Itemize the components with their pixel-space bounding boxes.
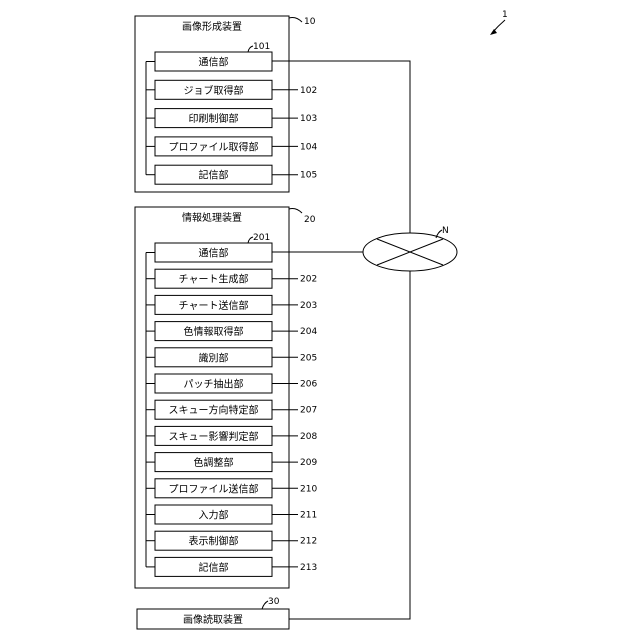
information-processing-device-unit-209-label: 色調整部 <box>194 456 234 469</box>
information-processing-device-unit-208-label: スキュー影響判定部 <box>169 430 259 443</box>
information-processing-device-unit-213-label: 記信部 <box>199 561 229 574</box>
network-ref: N <box>442 226 449 236</box>
image-forming-device-unit-104-label: プロファイル取得部 <box>169 140 259 153</box>
information-processing-device-unit-210-label: プロファイル送信部 <box>169 482 259 495</box>
information-processing-device-unit-206-ref: 206 <box>300 380 317 390</box>
information-processing-device-unit-206-label: パッチ抽出部 <box>184 378 244 391</box>
information-processing-device-unit-207-label: スキュー方向特定部 <box>169 404 259 417</box>
information-processing-device-unit-202-ref: 202 <box>300 275 317 285</box>
information-processing-device-unit-204-ref: 204 <box>300 327 317 337</box>
information-processing-device-unit-203-label: チャート送信部 <box>179 299 249 312</box>
information-processing-device-unit-212-label: 表示制御部 <box>189 535 239 548</box>
information-processing-device-unit-204-label: 色情報取得部 <box>184 325 244 338</box>
information-processing-device-unit-205-label: 識別部 <box>199 351 229 364</box>
image-forming-device-unit-102-ref: 102 <box>300 86 317 96</box>
information-processing-device-unit-211-ref: 211 <box>300 511 317 521</box>
information-processing-device-unit-201-label: 通信部 <box>199 247 229 260</box>
image-forming-device-unit-101-label: 通信部 <box>199 56 229 69</box>
image-forming-device-unit-103-label: 印刷制御部 <box>189 112 239 125</box>
information-processing-device-unit-205-ref: 205 <box>300 353 317 363</box>
image-forming-device-unit-105-ref: 105 <box>300 171 317 181</box>
image-forming-device-unit-103-ref: 103 <box>300 114 317 124</box>
information-processing-device-unit-208-ref: 208 <box>300 432 317 442</box>
information-processing-device-unit-212-ref: 212 <box>300 537 317 547</box>
information-processing-device-title: 情報処理装置 <box>182 211 242 224</box>
image-forming-device-ref: 10 <box>304 17 316 27</box>
information-processing-device-ref: 20 <box>304 215 316 225</box>
connection-101-network <box>272 61 410 233</box>
information-processing-device-ref-leader <box>289 209 302 214</box>
information-processing-device-unit-202-label: チャート生成部 <box>179 273 249 286</box>
figure-number: 1 <box>502 10 508 20</box>
image-reading-device-ref: 30 <box>268 597 280 607</box>
information-processing-device-unit-201-ref: 201 <box>253 233 270 243</box>
information-processing-device-unit-210-ref: 210 <box>300 484 317 494</box>
image-forming-device-ref-leader <box>289 18 302 23</box>
image-forming-device-unit-104-ref: 104 <box>300 142 317 152</box>
information-processing-device-unit-213-ref: 213 <box>300 563 317 573</box>
image-forming-device-unit-102-label: ジョブ取得部 <box>184 84 244 97</box>
image-forming-device-title: 画像形成装置 <box>182 20 242 33</box>
image-forming-device-unit-105-label: 記信部 <box>199 169 229 182</box>
image-forming-device-unit-101-ref: 101 <box>253 42 270 52</box>
information-processing-device-unit-211-label: 入力部 <box>199 509 229 522</box>
image-reading-device-title: 画像読取装置 <box>183 613 243 626</box>
figure-arrowhead <box>490 29 497 35</box>
information-processing-device-unit-203-ref: 203 <box>300 301 317 311</box>
information-processing-device-unit-209-ref: 209 <box>300 458 317 468</box>
information-processing-device-unit-207-ref: 207 <box>300 406 317 416</box>
